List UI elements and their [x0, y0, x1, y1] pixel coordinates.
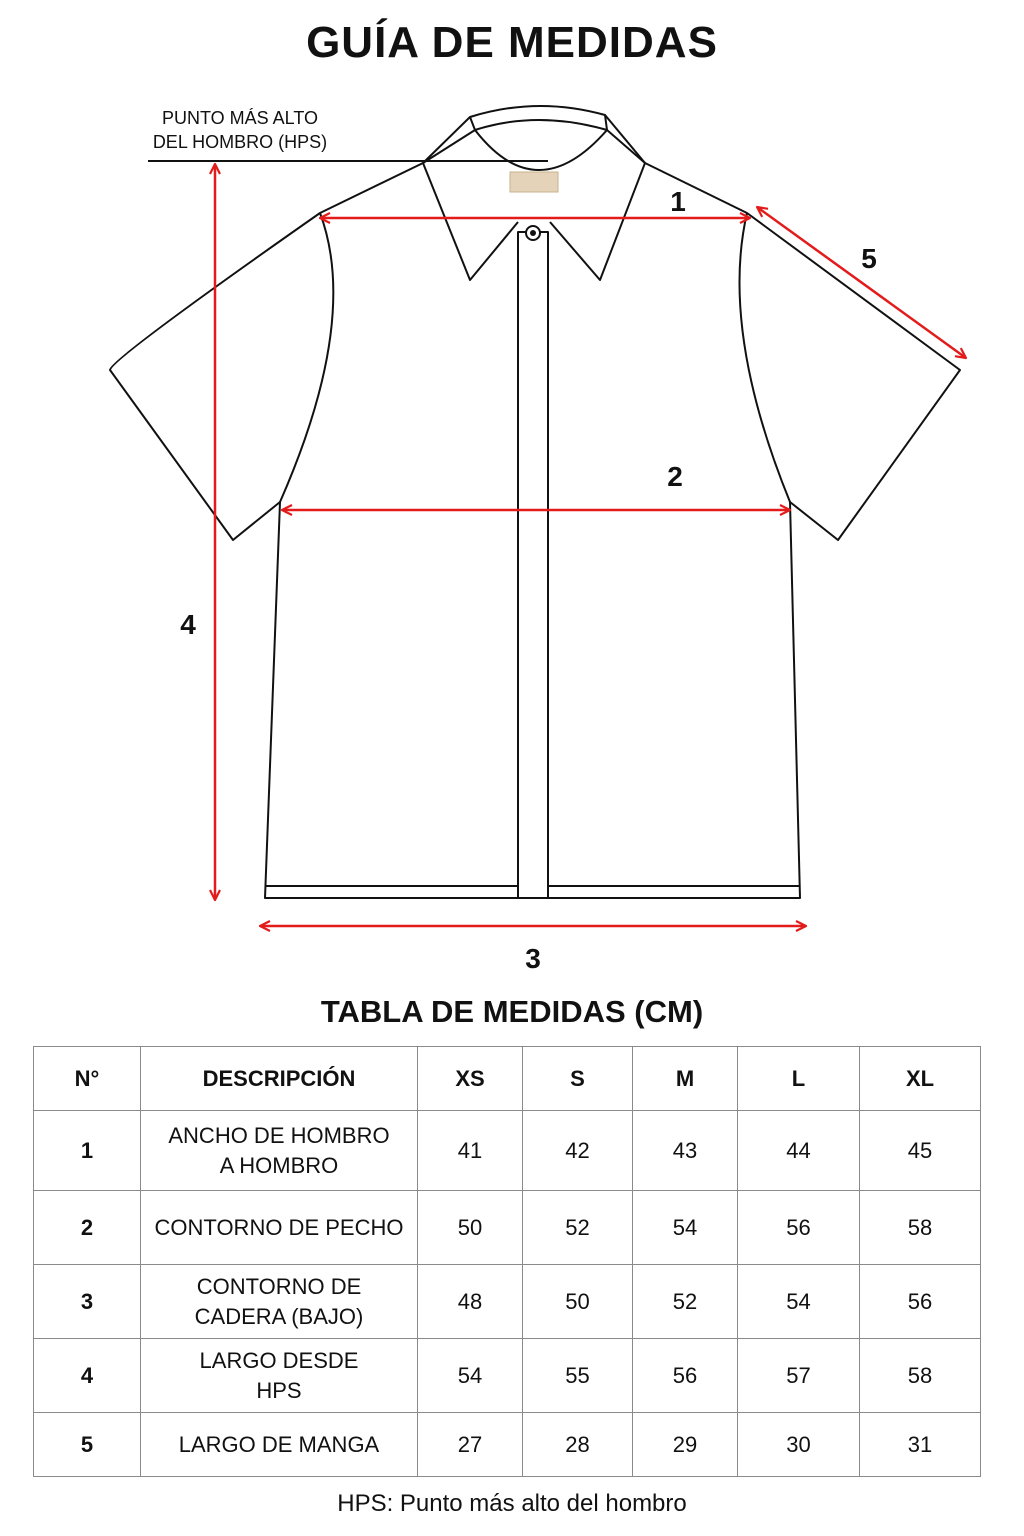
- hps-label: PUNTO MÁS ALTO: [162, 108, 318, 128]
- cell-s: 50: [522, 1264, 633, 1339]
- table-row: 3 CONTORNO DE CADERA (BAJO) 48 50 52 54 …: [33, 1264, 981, 1339]
- brand-label: [509, 171, 559, 193]
- cell-s: 28: [522, 1412, 633, 1477]
- cell-m: 52: [632, 1264, 738, 1339]
- shirt-diagram: PUNTO MÁS ALTO DEL HOMBRO (HPS) 1 2 3 4 …: [109, 105, 1024, 974]
- header-size-xs: XS: [417, 1046, 523, 1111]
- row-number: 2: [33, 1190, 141, 1265]
- placket: [517, 231, 549, 899]
- cell-xs: 48: [417, 1264, 523, 1339]
- row-description: CONTORNO DE PECHO: [140, 1190, 418, 1265]
- shirt-body-outline: [109, 114, 961, 899]
- cell-xl: 58: [859, 1338, 981, 1413]
- cell-xs: 41: [417, 1110, 523, 1191]
- cell-l: 54: [737, 1264, 860, 1339]
- header-number: N°: [33, 1046, 141, 1111]
- row-number: 3: [33, 1264, 141, 1339]
- cell-xs: 27: [417, 1412, 523, 1477]
- table-row: 4 LARGO DESDE HPS 54 55 56 57 58: [33, 1338, 981, 1413]
- cell-s: 42: [522, 1110, 633, 1191]
- cell-s: 52: [522, 1190, 633, 1265]
- row-number: 1: [33, 1110, 141, 1191]
- header-size-xl: XL: [859, 1046, 981, 1111]
- cell-m: 29: [632, 1412, 738, 1477]
- row-number: 5: [33, 1412, 141, 1477]
- row-description: CONTORNO DE CADERA (BAJO): [140, 1264, 418, 1339]
- footnote: HPS: Punto más alto del hombro: [337, 1490, 687, 1517]
- table-row: 1 ANCHO DE HOMBRO A HOMBRO 41 42 43 44 4…: [33, 1110, 981, 1191]
- cell-xs: 54: [417, 1338, 523, 1413]
- header-size-l: L: [737, 1046, 860, 1111]
- marker-4: 4: [180, 609, 196, 640]
- row-description: LARGO DESDE HPS: [140, 1338, 418, 1413]
- right-armhole-seam: [738, 212, 791, 503]
- row-description: LARGO DE MANGA: [140, 1412, 418, 1477]
- collar-left: [422, 129, 519, 281]
- button-center: [530, 230, 536, 236]
- cell-s: 55: [522, 1338, 633, 1413]
- cell-l: 57: [737, 1338, 860, 1413]
- size-table: N° DESCRIPCIÓN XS S M L XL 1 ANCHO DE HO…: [33, 1046, 981, 1477]
- row-number: 4: [33, 1338, 141, 1413]
- marker-3: 3: [525, 943, 541, 974]
- header-size-s: S: [522, 1046, 633, 1111]
- collar-stand: [469, 105, 608, 131]
- marker-1: 1: [670, 186, 686, 217]
- header-size-m: M: [632, 1046, 738, 1111]
- cell-xl: 31: [859, 1412, 981, 1477]
- arrow-sleeve-length: [757, 207, 966, 358]
- hps-label: DEL HOMBRO (HPS): [153, 132, 327, 152]
- cell-m: 43: [632, 1110, 738, 1191]
- table-title: TABLA DE MEDIDAS (CM): [320, 994, 704, 1029]
- cell-xl: 58: [859, 1190, 981, 1265]
- left-armhole-seam: [279, 212, 335, 503]
- shirt-outline: [109, 105, 961, 899]
- neck-back: [474, 129, 608, 171]
- cell-xs: 50: [417, 1190, 523, 1265]
- cell-m: 56: [632, 1338, 738, 1413]
- cell-l: 56: [737, 1190, 860, 1265]
- header-description: DESCRIPCIÓN: [140, 1046, 418, 1111]
- cell-m: 54: [632, 1190, 738, 1265]
- table-row: 5 LARGO DE MANGA 27 28 29 30 31: [33, 1412, 981, 1477]
- collar-right: [549, 129, 646, 281]
- table-row: 2 CONTORNO DE PECHO 50 52 54 56 58: [33, 1190, 981, 1265]
- row-description: ANCHO DE HOMBRO A HOMBRO: [140, 1110, 418, 1191]
- cell-xl: 45: [859, 1110, 981, 1191]
- table-header-row: N° DESCRIPCIÓN XS S M L XL: [33, 1046, 981, 1111]
- cell-l: 44: [737, 1110, 860, 1191]
- cell-xl: 56: [859, 1264, 981, 1339]
- page-title: GUÍA DE MEDIDAS: [306, 18, 718, 67]
- marker-2: 2: [667, 461, 683, 492]
- cell-l: 30: [737, 1412, 860, 1477]
- marker-5: 5: [861, 243, 877, 274]
